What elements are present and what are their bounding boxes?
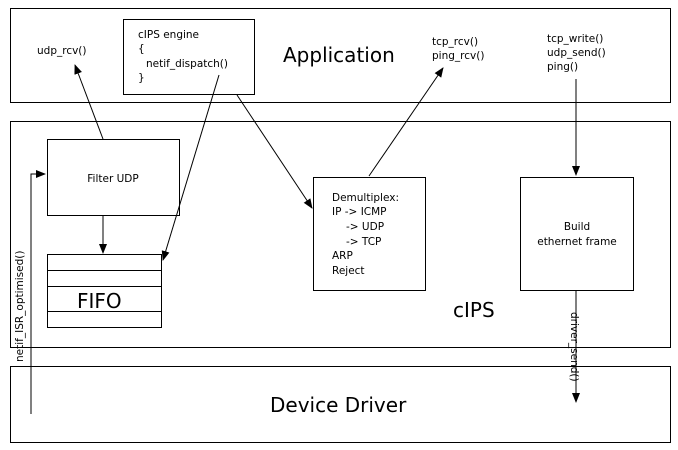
demux-line-6: Reject: [332, 265, 365, 277]
cips-engine-box: [123, 19, 255, 95]
device-driver-layer: [10, 366, 671, 443]
engine-line-2: {: [138, 43, 145, 55]
ping-rcv-label: ping_rcv(): [432, 50, 484, 62]
netif-isr-label: netif_ISR_optimised(): [14, 251, 26, 362]
engine-line-1: cIPS engine: [138, 29, 199, 41]
demux-box: [313, 177, 426, 291]
engine-line-4: }: [138, 72, 145, 84]
tcp-write-label: tcp_write(): [547, 33, 603, 45]
ping-label: ping(): [547, 61, 578, 73]
device-driver-layer-title: Device Driver: [270, 393, 407, 417]
udp-send-label: udp_send(): [547, 47, 606, 59]
build-frame-line-1: Build: [564, 221, 590, 233]
tcp-rcv-label: tcp_rcv(): [432, 36, 478, 48]
fifo-box: [47, 254, 162, 328]
arrow-demux-to-tcp-rcv: [368, 67, 444, 177]
filter-udp-label: Filter UDP: [87, 173, 138, 185]
arrow-engine-to-demux: [236, 94, 313, 209]
cips-layer-title: cIPS: [453, 298, 495, 322]
engine-line-3: netif_dispatch(): [146, 58, 228, 70]
arrow-isr-to-filter: [30, 170, 46, 414]
build-frame-box: [520, 177, 634, 291]
arrow-filter-to-udp-rcv: [74, 64, 104, 140]
demux-line-5: ARP: [332, 250, 353, 262]
arrow-dispatch-to-fifo: [161, 74, 220, 261]
build-frame-line-2: ethernet frame: [537, 236, 617, 248]
udp-rcv-label: udp_rcv(): [37, 45, 87, 57]
demux-line-1: Demultiplex:: [332, 192, 399, 204]
demux-line-3: -> UDP: [346, 221, 384, 233]
demux-line-4: -> TCP: [346, 236, 381, 248]
application-layer-title: Application: [283, 43, 395, 67]
driver-send-label: driver_send(): [568, 312, 580, 382]
demux-line-2: IP -> ICMP: [332, 206, 387, 218]
filter-udp-box: [47, 139, 180, 216]
application-layer: [10, 8, 671, 103]
fifo-label: FIFO: [77, 289, 122, 313]
